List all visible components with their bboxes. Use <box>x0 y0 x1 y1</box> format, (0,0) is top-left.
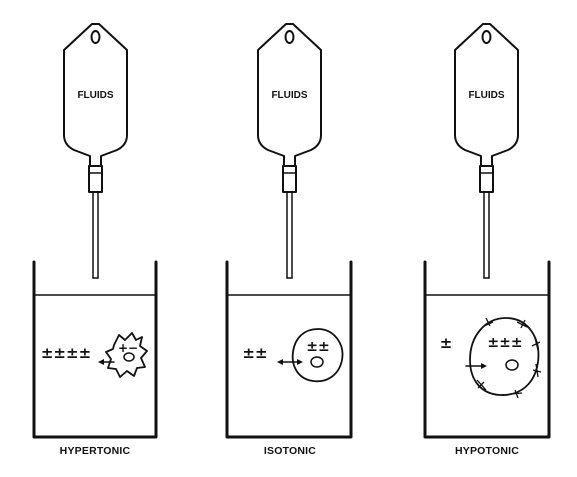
iv-tube <box>483 191 490 279</box>
drip-chamber <box>88 165 103 193</box>
water-bidirectional-arrow <box>277 359 303 365</box>
label-isotonic: ISOTONIC <box>264 445 316 457</box>
beaker <box>423 260 551 439</box>
beaker <box>225 260 353 439</box>
inside-charges: ±± <box>306 339 329 355</box>
drip-chamber <box>479 165 494 193</box>
panel-hypertonic: FLUIDS ±±±± +− HYPERTONIC <box>32 23 158 457</box>
swollen-cell: ±±± <box>469 317 542 399</box>
label-hypertonic: HYPERTONIC <box>60 445 131 457</box>
shrunken-cell: +− <box>105 332 148 378</box>
outside-charges: ± <box>440 334 453 352</box>
drip-chamber <box>282 165 297 193</box>
inside-charges: +− <box>118 341 138 355</box>
panel-hypotonic: FLUIDS ± ±±± <box>423 23 551 457</box>
iv-bag: FLUIDS <box>63 23 128 167</box>
fluids-label: FLUIDS <box>468 90 504 101</box>
iv-tube <box>286 191 293 279</box>
iv-bag: FLUIDS <box>257 23 322 167</box>
panel-isotonic: FLUIDS ±± ±± ISOTONIC <box>225 23 353 457</box>
normal-cell: ±± <box>291 328 344 383</box>
inside-charges: ±±± <box>487 335 522 351</box>
outside-charges: ±± <box>242 344 267 362</box>
water-out-arrow <box>98 359 115 365</box>
fluids-label: FLUIDS <box>271 90 307 101</box>
iv-tube <box>92 191 99 279</box>
iv-bag: FLUIDS <box>454 23 519 167</box>
beaker <box>32 260 158 439</box>
fluids-label: FLUIDS <box>77 90 113 101</box>
outside-charges: ±±±± <box>41 344 91 362</box>
membrane-rupture-marks <box>476 317 542 399</box>
water-in-arrow <box>465 363 487 369</box>
label-hypotonic: HYPOTONIC <box>455 445 519 457</box>
